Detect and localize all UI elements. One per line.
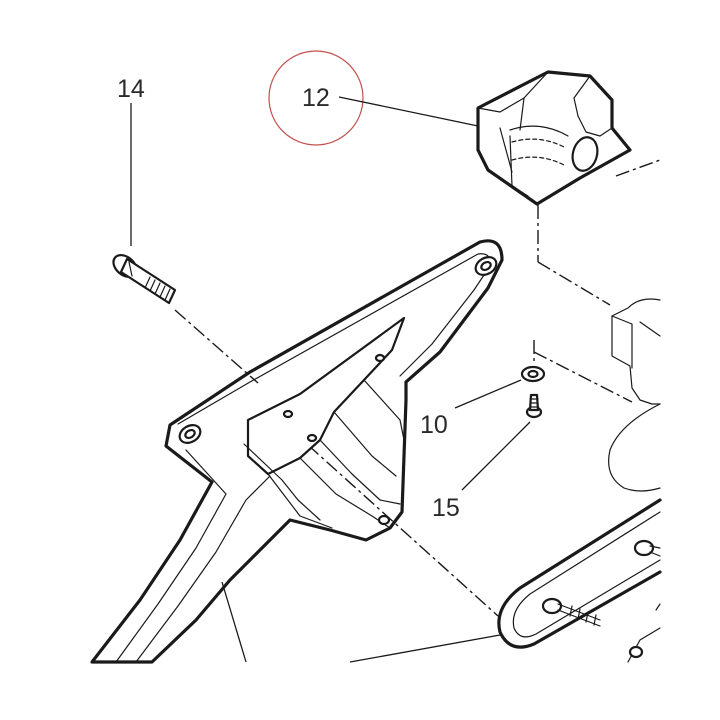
main-bracket	[90, 239, 504, 664]
leader-bracket	[221, 581, 247, 663]
callout-15[interactable]: 15	[432, 494, 460, 522]
housing-part-12	[476, 70, 632, 206]
leader-12	[338, 96, 479, 127]
frame-part-right	[608, 298, 661, 492]
callout-14[interactable]: 14	[117, 75, 145, 103]
callout-12[interactable]: 12	[302, 84, 330, 112]
callout-10[interactable]: 10	[420, 411, 448, 439]
leader-10	[454, 379, 522, 409]
washer-part-10	[520, 365, 546, 383]
assembly-line-bracket-bar	[307, 444, 499, 617]
link-bar-part	[497, 498, 662, 663]
callout-12-highlight-circle	[268, 50, 364, 146]
assembly-line-housing-diagonal	[537, 261, 611, 306]
screw-part-15	[525, 393, 543, 419]
assembly-line-housing-right	[615, 159, 661, 177]
leader-bar	[349, 634, 501, 663]
assembly-line-washer-diagonal	[533, 351, 633, 403]
bolt-part-14	[112, 254, 177, 305]
leader-15	[461, 421, 531, 491]
assembly-line-bolt-14	[174, 309, 259, 384]
